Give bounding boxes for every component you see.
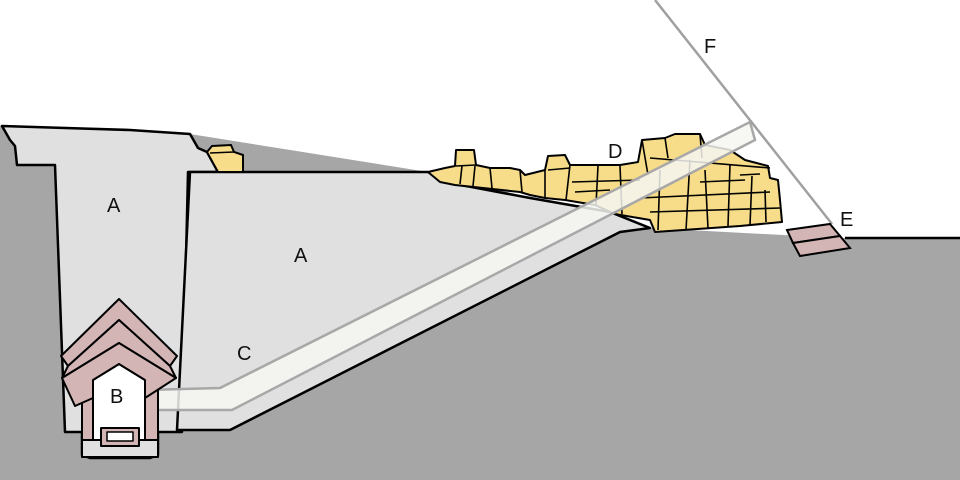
label-c: C — [237, 343, 251, 365]
block-seam — [209, 151, 235, 154]
label-e: E — [840, 209, 853, 231]
label-d: D — [608, 141, 622, 163]
label-f: F — [704, 36, 716, 58]
label-a-left: A — [107, 195, 121, 217]
stone-block-top — [205, 143, 244, 173]
guide-line-f — [654, 0, 833, 225]
casing-stones-e — [785, 222, 852, 258]
burial-chamber-b — [60, 298, 178, 458]
label-b: B — [110, 386, 123, 408]
label-a-right: A — [294, 245, 308, 267]
roof-chevron-3 — [61, 342, 177, 407]
